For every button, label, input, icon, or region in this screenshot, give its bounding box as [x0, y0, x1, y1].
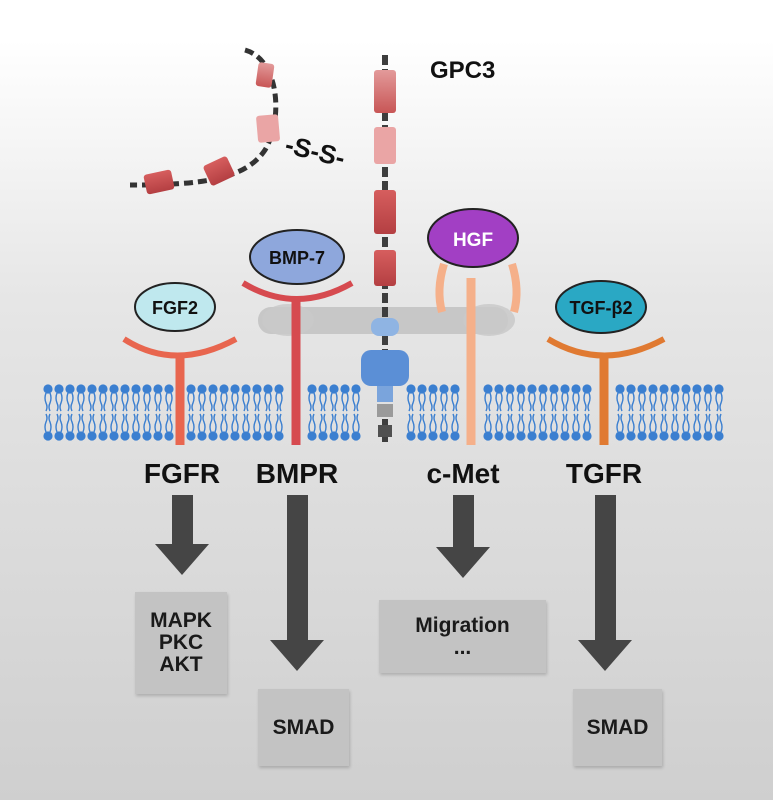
- ligand-hgf: HGF: [427, 208, 519, 268]
- ligand-bmp7: BMP-7: [249, 229, 345, 285]
- bmpr-arrow: [270, 495, 324, 671]
- bmpr-receptor: [241, 280, 354, 445]
- fgfr-arrow: [155, 495, 209, 575]
- output-smad-bmpr: SMAD: [272, 715, 335, 739]
- cmet-label: c-Met: [426, 458, 499, 489]
- ligand-tgfb2: TGF-β2: [555, 280, 647, 334]
- output-ellipsis: ...: [453, 635, 472, 659]
- tgfr-output-box: SMAD: [573, 689, 662, 766]
- output-smad-tgfr: SMAD: [586, 715, 649, 739]
- fgfr-receptor: [122, 336, 238, 445]
- hgf-label: HGF: [453, 230, 493, 251]
- tgfr-arrow: [578, 495, 632, 671]
- bmp7-label: BMP-7: [269, 248, 325, 268]
- output-pkc: PKC: [158, 631, 204, 654]
- gpc3-core: [361, 55, 409, 442]
- tgfr-receptor: [546, 336, 666, 445]
- bmpr-label: BMPR: [256, 458, 338, 489]
- output-migration: Migration: [415, 613, 510, 637]
- cmet-arrow: [436, 495, 490, 578]
- gpc3-label: GPC3: [430, 57, 495, 84]
- fgfr-output-box: MAPK PKC AKT: [135, 592, 227, 694]
- tgfr-label: TGFR: [566, 458, 642, 489]
- tgfb2-label: TGF-β2: [570, 298, 633, 318]
- ligand-fgf2: FGF2: [134, 282, 216, 332]
- cell-membrane: [43, 384, 724, 441]
- bmpr-output-box: SMAD: [258, 689, 349, 766]
- gpc3-side-chain: [129, 47, 280, 195]
- output-akt: AKT: [159, 653, 203, 676]
- output-mapk: MAPK: [150, 609, 212, 632]
- cmet-receptor: [435, 262, 521, 445]
- disulfide-bond-label: -S-S-: [282, 129, 348, 173]
- fgfr-label: FGFR: [144, 458, 220, 489]
- cmet-output-box: Migration ...: [379, 600, 546, 673]
- fgf2-label: FGF2: [152, 298, 198, 318]
- gpc3-binding-band: [258, 304, 515, 336]
